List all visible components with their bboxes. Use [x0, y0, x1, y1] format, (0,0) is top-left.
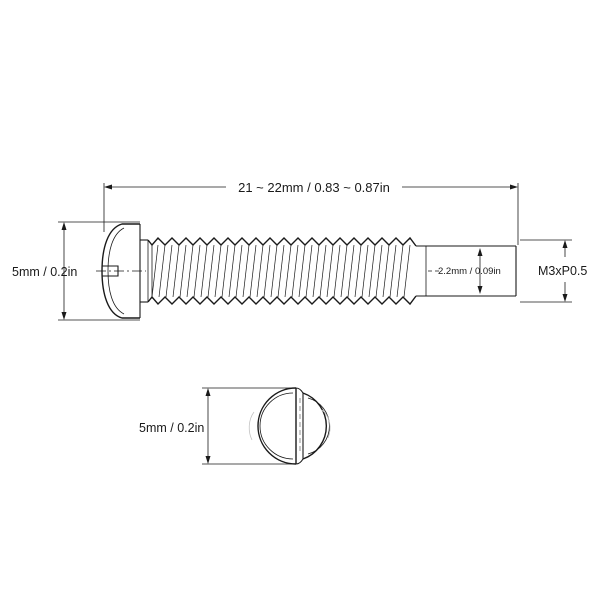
shank-diameter-dimension: 2.2mm / 0.09in	[438, 248, 501, 294]
shank-end	[416, 245, 517, 297]
end-view-diameter-dimension: 5mm / 0.2in	[139, 387, 296, 465]
thread-spec-label: M3xP0.5	[538, 264, 587, 278]
shank-diameter-label: 2.2mm / 0.09in	[438, 266, 501, 277]
head-diameter-label: 5mm / 0.2in	[12, 265, 77, 279]
head-diameter-dimension: 5mm / 0.2in	[12, 221, 140, 321]
thread-section	[140, 236, 417, 306]
overall-length-dimension: 21 ~ 22mm / 0.83 ~ 0.87in	[103, 180, 519, 245]
thread-spec-dimension: M3xP0.5	[520, 239, 587, 303]
overall-length-label: 21 ~ 22mm / 0.83 ~ 0.87in	[238, 180, 390, 195]
end-view-diameter-label: 5mm / 0.2in	[139, 421, 204, 435]
screw-head-end-view	[248, 387, 331, 465]
